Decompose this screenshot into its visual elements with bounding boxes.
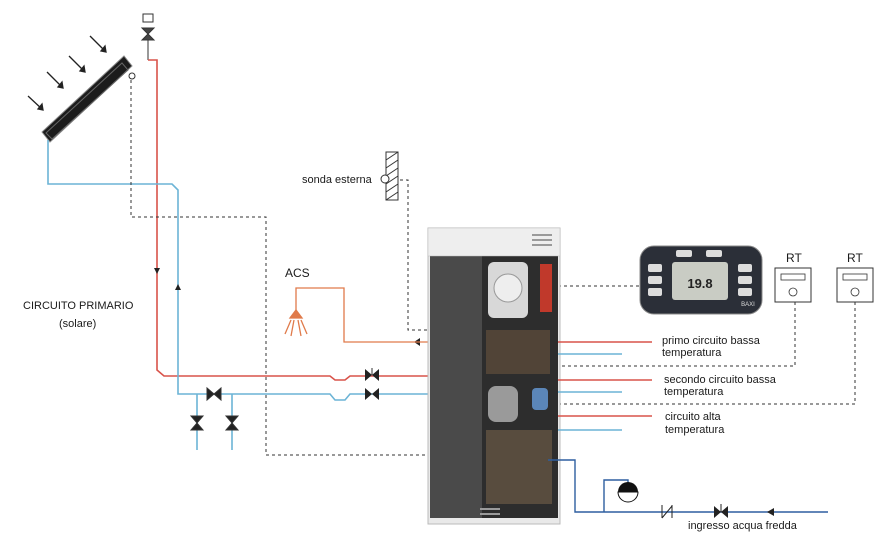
primary-circuit-label: CIRCUITO PRIMARIO [23, 300, 134, 312]
valve-icon [365, 369, 372, 381]
air-vent-valve-icon [140, 13, 156, 60]
up-arrow-icon [175, 284, 181, 290]
room-thermostat-1 [774, 267, 812, 303]
thermostat-knob-icon [788, 287, 798, 297]
inlet-valve-icon [714, 504, 728, 518]
high-temp-circuit-sublabel: temperatura [665, 424, 725, 436]
controller-brand: BAXI [741, 302, 755, 308]
second-low-temp-circuit-label: secondo circuito bassa [664, 374, 776, 386]
high-temp-circuit-label: circuito alta [665, 411, 721, 423]
collector-probe-icon [128, 72, 136, 80]
solar-return-pipe [47, 140, 430, 401]
valve-icon [224, 415, 240, 424]
first-low-temp-circuit-sublabel: temperatura [662, 347, 722, 359]
thermostat-knob-icon [850, 287, 860, 297]
flow-direction-arrows [154, 268, 181, 290]
valve-icon [206, 386, 215, 402]
sun-ray-arrows [27, 35, 107, 111]
circuit-valves [365, 368, 379, 400]
room-thermostat-2-label: RT [847, 251, 863, 265]
room-controller [639, 245, 763, 315]
inlet-arrow-icon [767, 508, 774, 516]
first-low-temp-circuit-label: primo circuito bassa [662, 335, 760, 347]
sensor-cables [130, 80, 856, 456]
room-thermostat-1-label: RT [786, 251, 802, 265]
controller-display-value: 19.8 [687, 276, 712, 291]
valve-icon [365, 388, 372, 400]
cold-water-inlet-label: ingresso acqua fredda [688, 520, 797, 532]
solar-collector [41, 55, 136, 143]
drain-valves [189, 386, 240, 450]
second-low-temp-circuit-sublabel: temperatura [664, 386, 724, 398]
shower-head-icon [288, 308, 304, 319]
expansion-vessel-icon [617, 482, 639, 503]
outdoor-sensor-label: sonda esterna [302, 174, 372, 186]
outdoor-sensor [380, 151, 399, 201]
heating-circuit-pipes [558, 341, 652, 431]
check-valve-icon [661, 505, 673, 519]
acs-label: ACS [285, 266, 310, 280]
cold-water-inlet [548, 459, 828, 513]
down-arrow-icon [154, 268, 160, 274]
shower-outlet [284, 287, 430, 343]
valve-icon [189, 415, 205, 424]
primary-circuit-sublabel: (solare) [59, 318, 97, 330]
sensor-probe-icon [380, 174, 390, 184]
room-thermostat-2 [836, 267, 874, 303]
solar-flow-pipe [148, 59, 430, 381]
boiler-unit [427, 227, 561, 525]
